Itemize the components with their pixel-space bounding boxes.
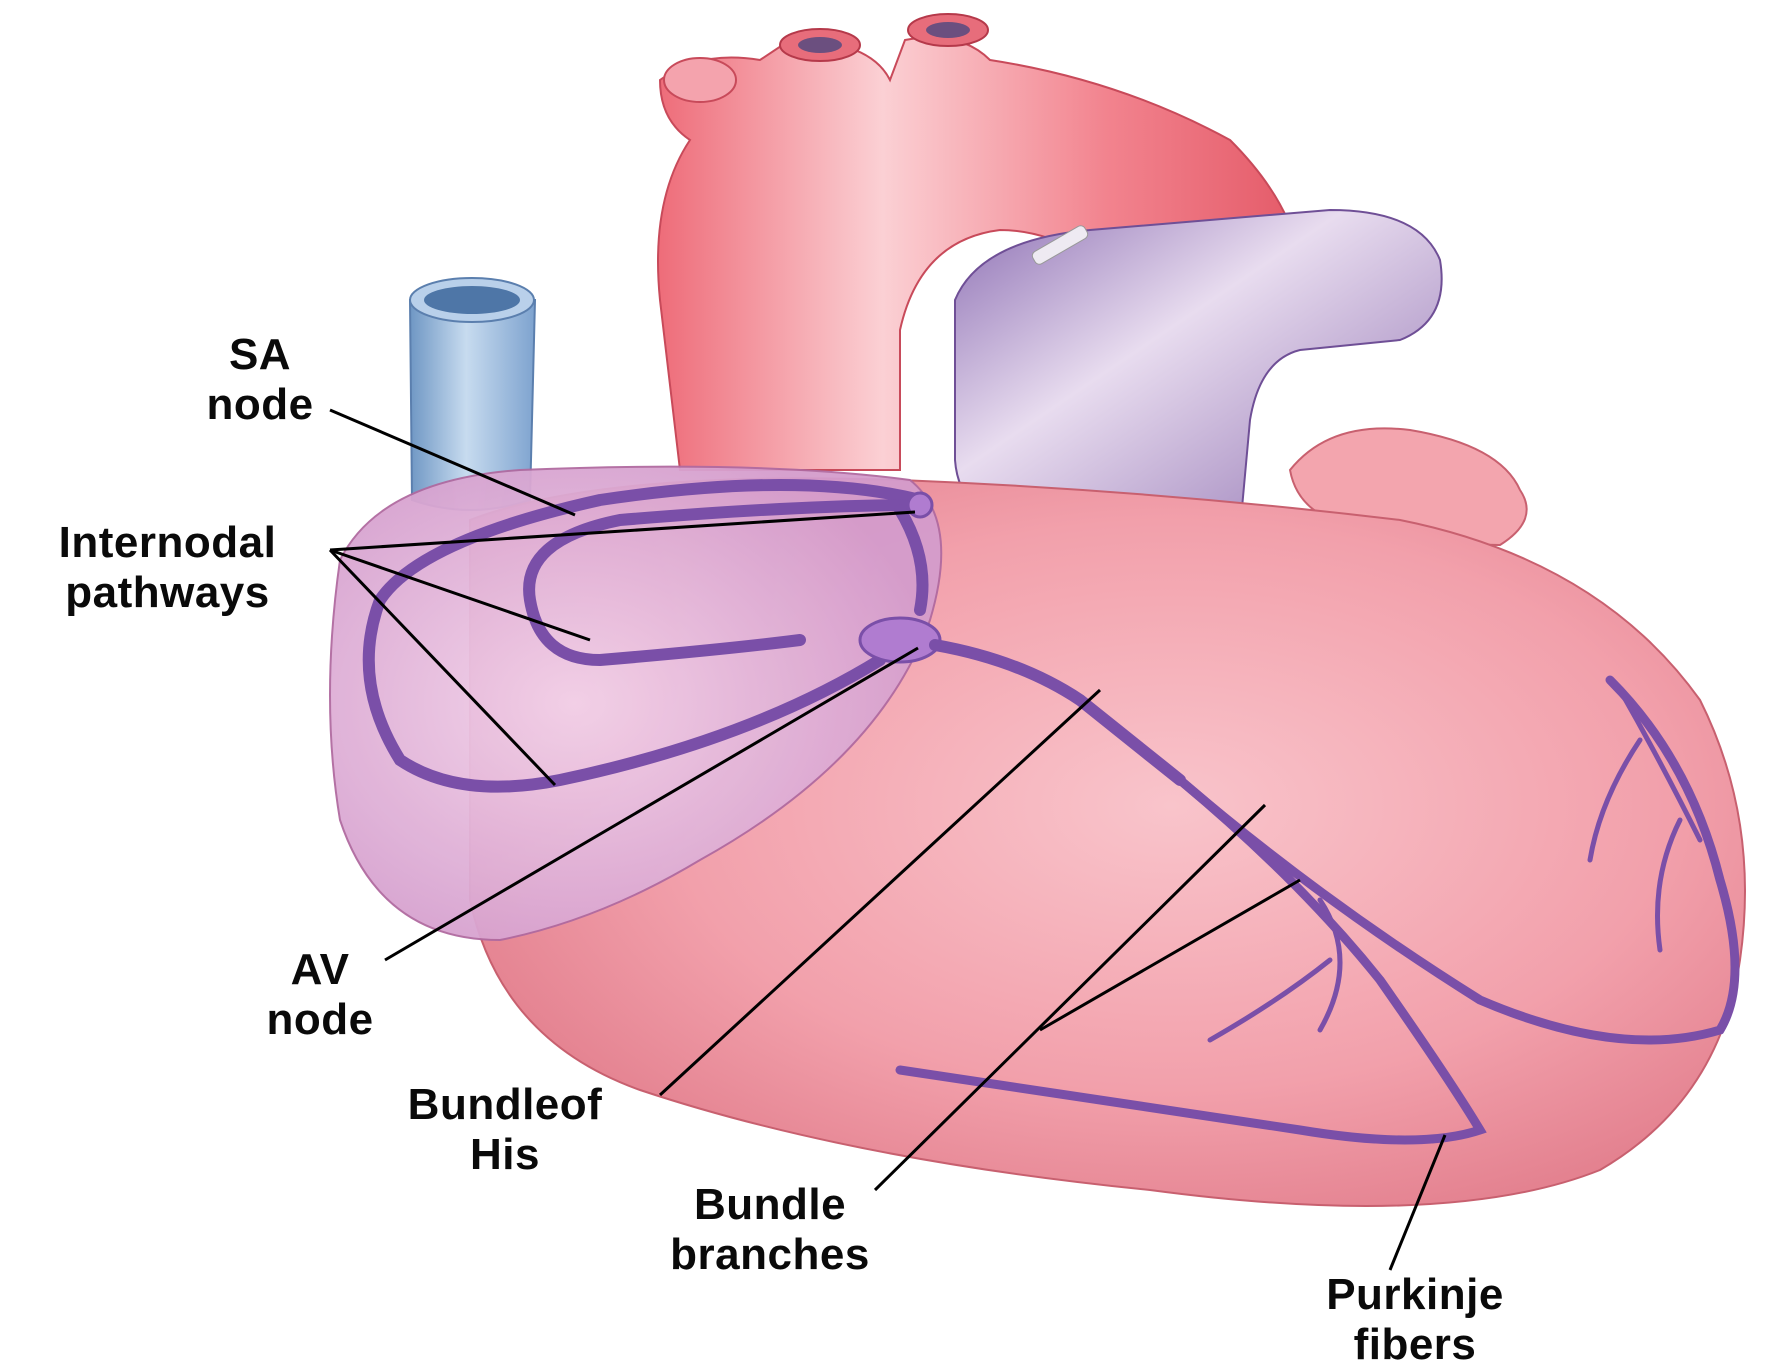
label-purkinje-fibers: Purkinje fibers xyxy=(1290,1270,1540,1370)
label-bundle-of-his-line2: His xyxy=(360,1130,650,1180)
label-internodal-pathways: Internodal pathways xyxy=(5,518,330,618)
label-bundle-of-his: Bundleof His xyxy=(360,1080,650,1180)
label-bundle-branches: Bundle branches xyxy=(630,1180,910,1280)
label-av-node: AV node xyxy=(250,945,390,1045)
label-purkinje-line1: Purkinje xyxy=(1290,1270,1540,1320)
label-sa-node-line1: SA xyxy=(190,330,330,380)
label-bundle-branches-line1: Bundle xyxy=(630,1180,910,1230)
label-bundle-of-his-line1: Bundleof xyxy=(360,1080,650,1130)
label-internodal-line2: pathways xyxy=(5,568,330,618)
label-bundle-branches-line2: branches xyxy=(630,1230,910,1280)
av-node-mark xyxy=(860,618,940,662)
label-sa-node-line2: node xyxy=(190,380,330,430)
label-av-node-line2: node xyxy=(250,995,390,1045)
label-internodal-line1: Internodal xyxy=(5,518,330,568)
label-av-node-line1: AV xyxy=(250,945,390,995)
label-sa-node: SA node xyxy=(190,330,330,430)
label-purkinje-line2: fibers xyxy=(1290,1320,1540,1370)
